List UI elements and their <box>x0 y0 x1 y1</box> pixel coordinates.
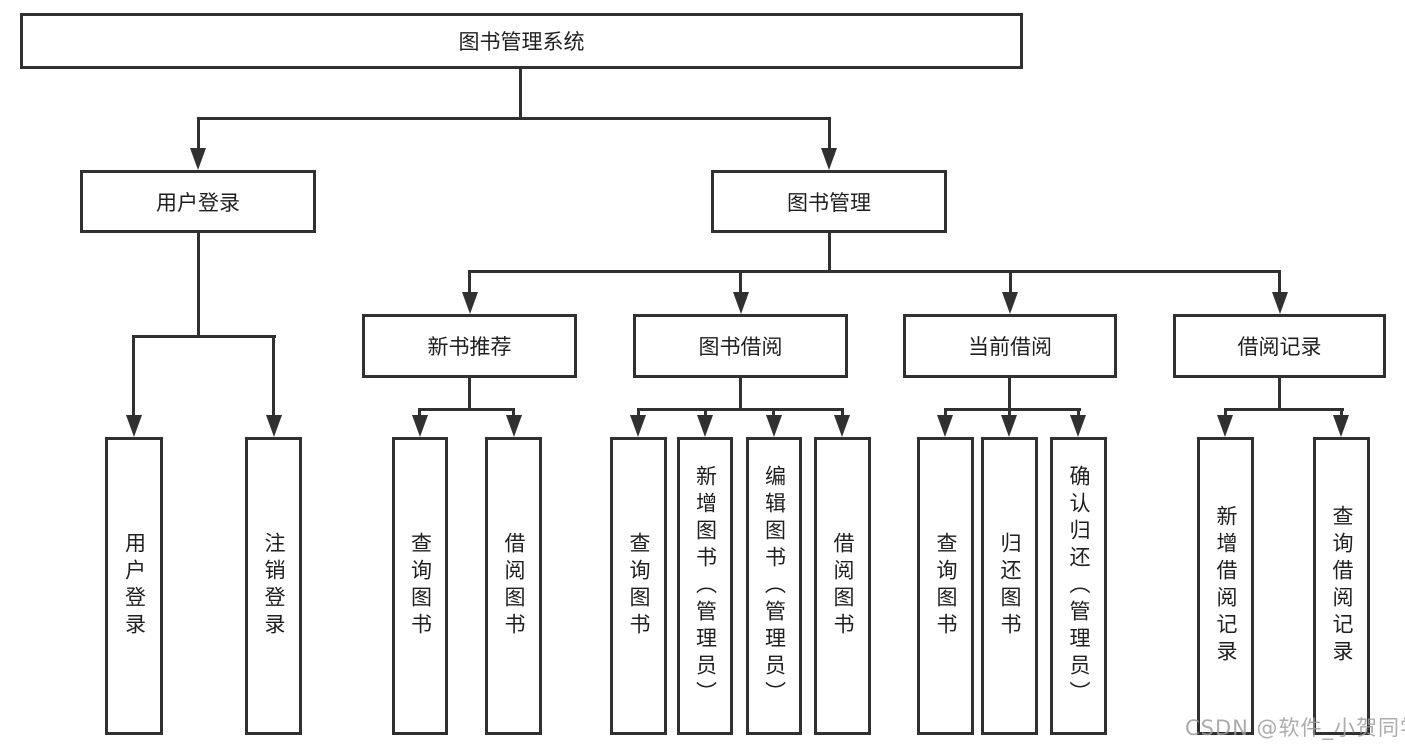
connector-line <box>1340 408 1343 417</box>
connector-line <box>132 338 135 415</box>
connector-line <box>739 378 742 411</box>
connector-line <box>468 273 471 292</box>
arrow-down-icon <box>766 415 782 437</box>
connector-line <box>828 120 831 148</box>
connector-line <box>418 408 421 417</box>
arrow-down-icon <box>697 415 713 437</box>
connector-line <box>1224 408 1344 411</box>
leaf-add-borrow-record: 新增借阅记录 <box>1197 437 1254 735</box>
connector-line <box>1278 273 1281 292</box>
node-library-management-system: 图书管理系统 <box>20 13 1023 69</box>
connector-line <box>637 408 640 417</box>
connector-line <box>841 408 844 417</box>
arrow-down-icon <box>1272 292 1288 314</box>
arrow-down-icon <box>506 415 522 437</box>
connector-line <box>468 378 471 411</box>
leaf-borrowing-query-books: 查询图书 <box>610 437 667 735</box>
connector-line <box>512 408 515 417</box>
arrow-down-icon <box>733 292 749 314</box>
connector-line <box>132 335 276 338</box>
arrow-down-icon <box>462 292 478 314</box>
connector-line <box>944 408 1081 411</box>
connector-line <box>519 69 522 120</box>
arrow-down-icon <box>1001 415 1017 437</box>
connector-line <box>1278 378 1281 411</box>
leaf-current-query-books: 查询图书 <box>917 437 974 735</box>
connector-line <box>1009 273 1012 292</box>
node-new-book-recommend: 新书推荐 <box>362 314 577 378</box>
arrow-down-icon <box>412 415 428 437</box>
leaf-recommend-query-books: 查询图书 <box>392 437 448 735</box>
arrow-down-icon <box>266 415 282 437</box>
connector-line <box>704 408 707 417</box>
connector-line <box>197 117 831 120</box>
arrow-down-icon <box>630 415 646 437</box>
connector-line <box>197 233 200 338</box>
arrow-down-icon <box>937 415 953 437</box>
connector-line <box>828 233 831 273</box>
connector-line <box>637 408 843 411</box>
arrow-down-icon <box>1217 415 1233 437</box>
leaf-borrowing-add-books-admin: 新增图书（管理员） <box>677 437 733 735</box>
connector-line <box>272 338 275 415</box>
connector-line <box>772 408 775 417</box>
node-current-borrowing: 当前借阅 <box>903 314 1117 378</box>
leaf-current-confirm-return-admin: 确认归还（管理员） <box>1050 437 1107 735</box>
arrow-down-icon <box>1333 415 1349 437</box>
connector-line <box>197 120 200 148</box>
node-book-borrowing: 图书借阅 <box>633 314 848 378</box>
arrow-down-icon <box>821 148 837 170</box>
csdn-watermark: CSDN @软件_小贺同学 <box>1185 716 1405 740</box>
leaf-current-return-books: 归还图书 <box>981 437 1038 735</box>
connector-line <box>1008 408 1011 417</box>
connector-line <box>1224 408 1227 417</box>
leaf-borrowing-edit-books-admin: 编辑图书（管理员） <box>746 437 802 735</box>
connector-line <box>944 408 947 417</box>
arrow-down-icon <box>834 415 850 437</box>
leaf-query-borrow-record: 查询借阅记录 <box>1313 437 1370 735</box>
node-user-login: 用户登录 <box>80 170 316 233</box>
node-borrowing-records: 借阅记录 <box>1173 314 1386 378</box>
arrow-down-icon <box>1070 415 1086 437</box>
leaf-logout: 注销登录 <box>245 437 302 735</box>
connector-line <box>1077 408 1080 417</box>
node-book-management: 图书管理 <box>711 170 947 233</box>
leaf-user-login: 用户登录 <box>105 437 163 735</box>
connector-line <box>468 270 1281 273</box>
leaf-borrowing-borrow-books: 借阅图书 <box>814 437 871 735</box>
connector-line <box>418 408 515 411</box>
arrow-down-icon <box>126 415 142 437</box>
arrow-down-icon <box>1002 292 1018 314</box>
connector-line <box>739 273 742 292</box>
arrow-down-icon <box>190 148 206 170</box>
connector-line <box>1008 378 1011 411</box>
leaf-recommend-borrow-books: 借阅图书 <box>485 437 542 735</box>
